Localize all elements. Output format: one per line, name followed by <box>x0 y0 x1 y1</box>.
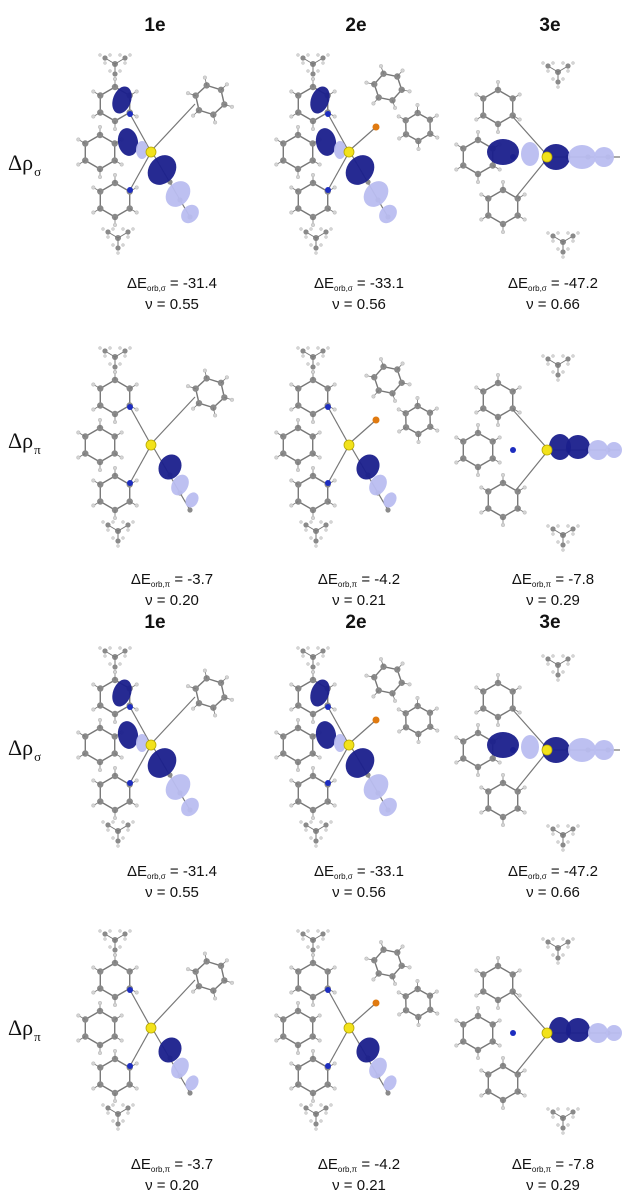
nu-label: ν = 0.29 <box>526 1177 580 1194</box>
energy-label: ΔEorb,π = -7.8 <box>511 571 595 589</box>
energy-label: ΔEorb,π = -3.7 <box>130 571 214 589</box>
nu-label: ν = 0.21 <box>332 592 386 609</box>
energy-label: ΔEorb,π = -4.2 <box>317 1156 401 1174</box>
caption-3e-sigma: ΔEorb,σ = -47.2 ν = 0.66 <box>468 862 624 902</box>
row-label-pi: Δρπ <box>8 428 41 457</box>
molecule-3e-sigma <box>448 42 623 267</box>
molecule-1e-sigma <box>70 42 245 267</box>
nu-label: ν = 0.55 <box>145 884 199 901</box>
molecule-2e-sigma <box>268 42 443 267</box>
caption-1e-pi: ΔEorb,π = -3.7 ν = 0.20 <box>87 570 257 610</box>
caption-1e-pi: ΔEorb,π = -3.7 ν = 0.20 <box>87 1155 257 1195</box>
caption-3e-pi: ΔEorb,π = -7.8 ν = 0.29 <box>468 1155 624 1195</box>
nu-label: ν = 0.20 <box>145 1177 199 1194</box>
caption-3e-sigma: ΔEorb,σ = -47.2 ν = 0.66 <box>468 274 624 314</box>
column-title-1e: 1e <box>144 612 166 633</box>
nu-label: ν = 0.21 <box>332 1177 386 1194</box>
energy-label: ΔEorb,σ = -31.4 <box>126 863 218 881</box>
caption-1e-sigma: ΔEorb,σ = -31.4 ν = 0.55 <box>87 862 257 902</box>
caption-1e-sigma: ΔEorb,σ = -31.4 ν = 0.55 <box>87 274 257 314</box>
energy-label: ΔEorb,π = -7.8 <box>511 1156 595 1174</box>
molecule-2e-sigma <box>268 635 443 860</box>
caption-2e-sigma: ΔEorb,σ = -33.1 ν = 0.56 <box>274 274 444 314</box>
energy-label: ΔEorb,π = -4.2 <box>317 571 401 589</box>
molecule-3e-pi <box>448 335 623 560</box>
molecule-3e-sigma <box>448 635 623 860</box>
column-title-2e: 2e <box>345 612 367 633</box>
molecule-1e-pi <box>70 335 245 560</box>
caption-2e-pi: ΔEorb,π = -4.2 ν = 0.21 <box>274 1155 444 1195</box>
energy-label: ΔEorb,σ = -47.2 <box>507 863 599 881</box>
column-title-1e: 1e <box>144 15 166 36</box>
caption-3e-pi: ΔEorb,π = -7.8 ν = 0.29 <box>468 570 624 610</box>
molecule-1e-sigma <box>70 635 245 860</box>
nu-label: ν = 0.56 <box>332 296 386 313</box>
column-title-3e: 3e <box>539 612 561 633</box>
row-label-pi: Δρπ <box>8 1015 41 1044</box>
energy-label: ΔEorb,σ = -33.1 <box>313 863 405 881</box>
molecule-3e-pi <box>448 918 623 1143</box>
nu-label: ν = 0.20 <box>145 592 199 609</box>
column-title-2e: 2e <box>345 15 367 36</box>
nu-label: ν = 0.56 <box>332 884 386 901</box>
caption-2e-sigma: ΔEorb,σ = -33.1 ν = 0.56 <box>274 862 444 902</box>
nu-label: ν = 0.66 <box>526 884 580 901</box>
molecule-2e-pi <box>268 918 443 1143</box>
molecule-1e-pi <box>70 918 245 1143</box>
nu-label: ν = 0.66 <box>526 296 580 313</box>
energy-label: ΔEorb,σ = -33.1 <box>313 275 405 293</box>
column-title-3e: 3e <box>539 15 561 36</box>
nu-label: ν = 0.29 <box>526 592 580 609</box>
energy-label: ΔEorb,σ = -47.2 <box>507 275 599 293</box>
row-label-sigma: Δρσ <box>8 150 42 179</box>
nu-label: ν = 0.55 <box>145 296 199 313</box>
energy-label: ΔEorb,π = -3.7 <box>130 1156 214 1174</box>
energy-label: ΔEorb,σ = -31.4 <box>126 275 218 293</box>
caption-2e-pi: ΔEorb,π = -4.2 ν = 0.21 <box>274 570 444 610</box>
row-label-sigma: Δρσ <box>8 735 42 764</box>
molecule-2e-pi <box>268 335 443 560</box>
